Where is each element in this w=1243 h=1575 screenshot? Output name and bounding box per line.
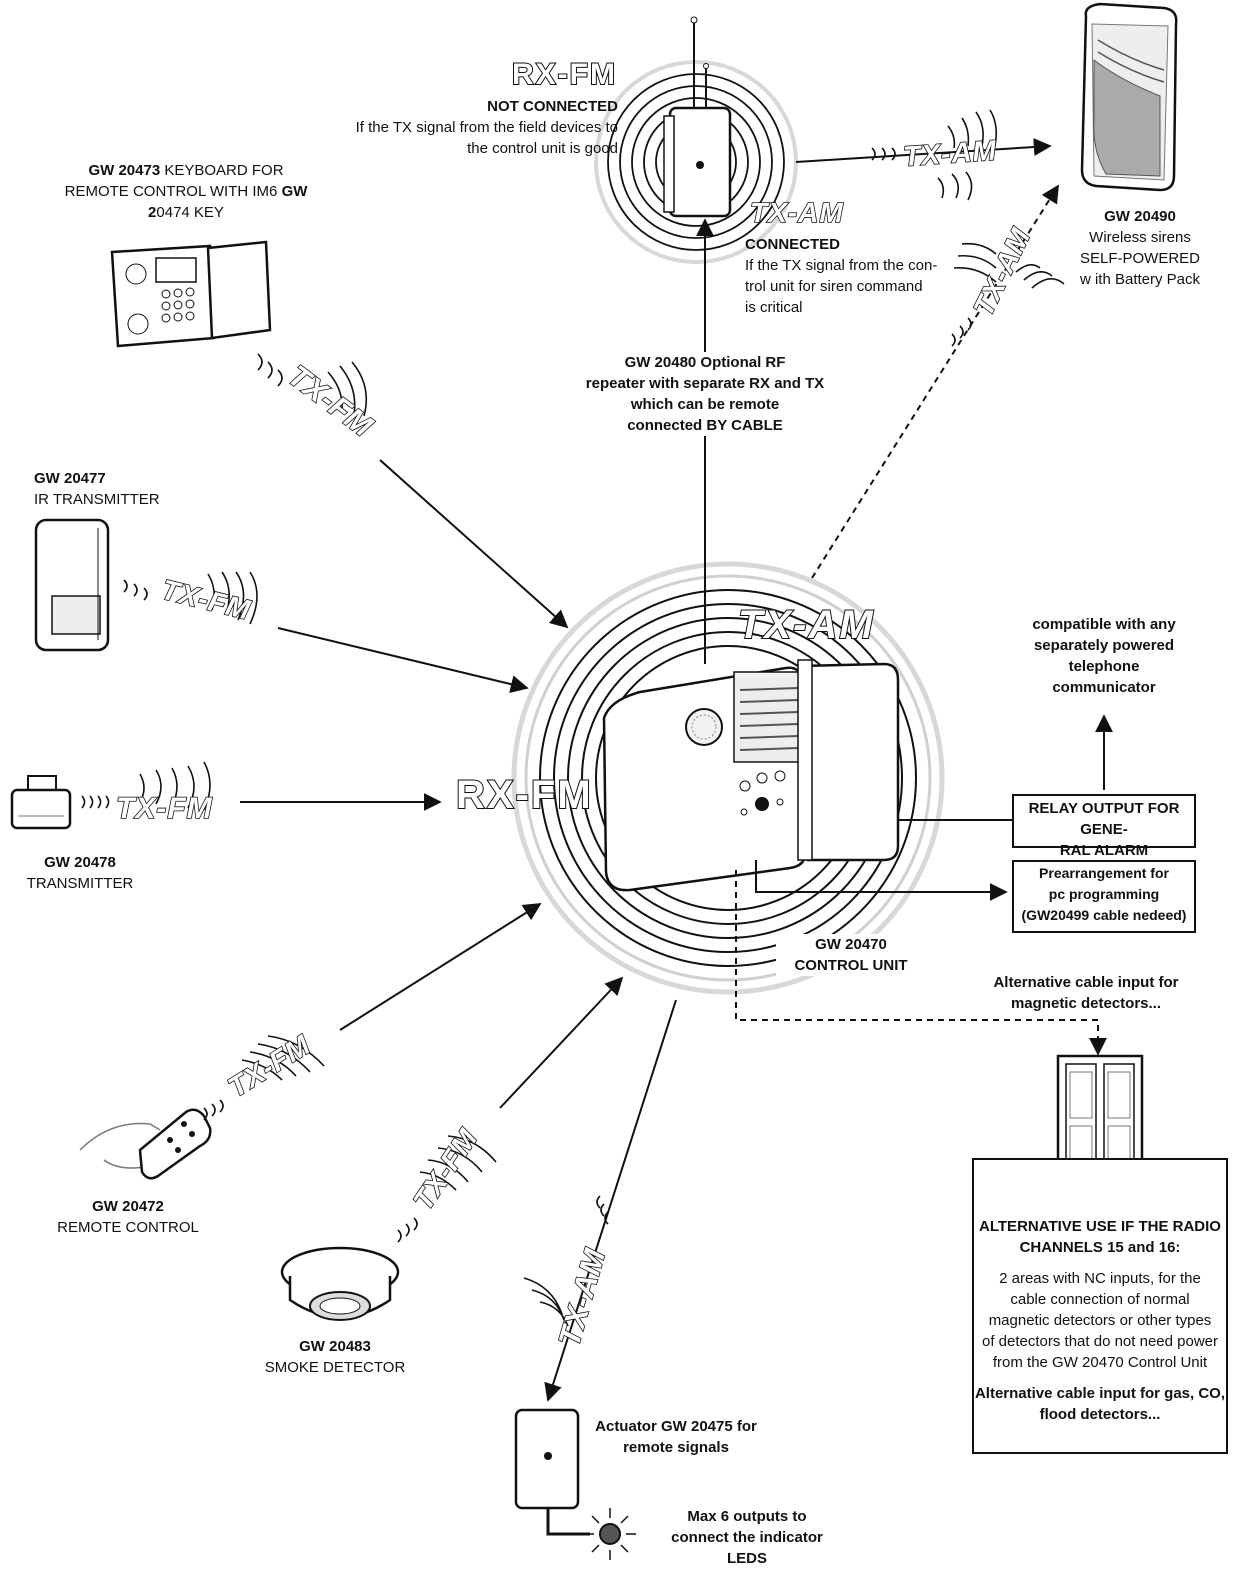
- ir-transmitter-name: IR TRANSMITTER: [34, 491, 160, 508]
- pc-programming-box: Prearrangement for pc programming (GW204…: [1012, 860, 1196, 933]
- repeater-caption-line3: which can be remote: [630, 396, 780, 413]
- control-unit-label: GW 20470 CONTROL UNIT: [776, 934, 926, 976]
- transmitter-device: [10, 775, 72, 830]
- connections: [240, 138, 1113, 1402]
- control-unit-code: GW 20470: [815, 936, 887, 953]
- keyboard-code2b: 2: [148, 204, 157, 221]
- control-unit-rings: [511, 561, 945, 995]
- repeater-connected: CONNECTED If the TX signal from the con-…: [745, 234, 955, 318]
- control-unit-name: CONTROL UNIT: [794, 957, 908, 974]
- alt-use-body5: from the GW 20470 Control Unit: [992, 1354, 1208, 1371]
- alt-cable-line2: magnetic detectors...: [1010, 995, 1162, 1012]
- actuator-out3: LEDS: [726, 1550, 767, 1567]
- keyboard-code2a: GW: [281, 183, 308, 200]
- connected-line1: If the TX signal from the con-: [745, 257, 938, 274]
- keyboard-code1: GW 20473: [88, 162, 161, 179]
- control-unit-device: [602, 659, 900, 892]
- repeater-caption: GW 20480 Optional RF repeater with separ…: [560, 352, 850, 436]
- siren-label: GW 20490 Wireless sirens SELF-POWERED w …: [1060, 206, 1220, 290]
- alt-use-body2: cable connection of normal: [1010, 1291, 1190, 1308]
- repeater-caption-line4: connected BY CABLE: [627, 417, 783, 434]
- remote-control-device: [79, 1108, 212, 1180]
- actuator-line2: remote signals: [623, 1439, 729, 1456]
- alt-use-body4: of detectors that do not need power: [982, 1333, 1218, 1350]
- siren-code: GW 20490: [1104, 208, 1176, 225]
- relay-line2: RAL ALARM: [1059, 842, 1149, 859]
- not-connected-line2: the control unit is good: [467, 140, 618, 157]
- not-connected-title: NOT CONNECTED: [487, 98, 618, 115]
- communicator-line3: telephone: [1068, 658, 1140, 675]
- communicator-line1: compatible with any: [1032, 616, 1176, 633]
- repeater-device: [663, 16, 732, 218]
- ir-transmitter-code: GW 20477: [34, 470, 106, 487]
- signal-tx-fm-transmitter: TX-FM: [116, 792, 213, 825]
- signal-tx-am-actuator: TX-AM: [553, 1245, 612, 1350]
- keyboard-label: GW 20473 KEYBOARD FOR REMOTE CONTROL WIT…: [60, 160, 312, 223]
- keyboard-line2: REMOTE CONTROL WITH IM6: [64, 183, 282, 200]
- signal-tx-am-control: TX-AM: [738, 603, 875, 647]
- siren-line2: SELF-POWERED: [1079, 250, 1200, 267]
- transmitter-code: GW 20478: [44, 854, 116, 871]
- pc-line2: pc programming: [1048, 886, 1160, 902]
- smoke-detector-label: GW 20483 SMOKE DETECTOR: [250, 1336, 420, 1378]
- siren-line1: Wireless sirens: [1089, 229, 1191, 246]
- repeater-caption-line2: repeater with separate RX and TX: [585, 375, 825, 392]
- keyboard-text1: KEYBOARD FOR: [160, 162, 284, 179]
- alternative-use-box: ALTERNATIVE USE IF THE RADIO CHANNELS 15…: [972, 1158, 1228, 1454]
- communicator-label: compatible with any separately powered t…: [1004, 614, 1204, 698]
- transmitter-label: GW 20478 TRANSMITTER: [0, 852, 160, 894]
- repeater-caption-line1: GW 20480 Optional RF: [624, 354, 786, 371]
- relay-output-box: RELAY OUTPUT FOR GENE- RAL ALARM: [1012, 794, 1196, 859]
- signal-waves: [81, 109, 1065, 1327]
- repeater-rx-fm-title: RX-FM: [512, 58, 617, 91]
- communicator-line4: communicator: [1052, 679, 1156, 696]
- keyboard-line3: 0474 KEY: [156, 204, 224, 221]
- actuator-out1: Max 6 outputs to: [687, 1508, 807, 1525]
- remote-control-label: GW 20472 REMOTE CONTROL: [48, 1196, 208, 1238]
- remote-control-code: GW 20472: [92, 1198, 164, 1215]
- transmitter-name: TRANSMITTER: [26, 875, 134, 892]
- connected-title: CONNECTED: [745, 236, 841, 253]
- actuator-out2: connect the indicator: [671, 1529, 823, 1546]
- ir-transmitter-label: GW 20477 IR TRANSMITTER: [34, 468, 234, 510]
- alt-use-title2: CHANNELS 15 and 16:: [1019, 1239, 1181, 1256]
- alt-use-body1: 2 areas with NC inputs, for the: [999, 1270, 1201, 1287]
- pc-line1: Prearrangement for: [1039, 865, 1169, 881]
- actuator-outputs-label: Max 6 outputs to connect the indicator L…: [652, 1506, 842, 1569]
- smoke-detector-name: SMOKE DETECTOR: [264, 1359, 406, 1376]
- alt-cable-label: Alternative cable input for magnetic det…: [968, 972, 1204, 1014]
- signal-tx-fm-ir: TX-FM: [159, 574, 254, 626]
- signal-rx-fm-control: RX-FM: [456, 773, 593, 817]
- keyboard-device: [110, 240, 272, 348]
- alt-use-body3: magnetic detectors or other types: [988, 1312, 1212, 1329]
- signal-tx-am-repeater: TX-AM: [902, 135, 998, 172]
- ir-transmitter-device: [34, 518, 110, 652]
- relay-line1: RELAY OUTPUT FOR GENE-: [1028, 800, 1180, 838]
- smoke-detector-device: [280, 1246, 400, 1321]
- pc-line3: (GW20499 cable nedeed): [1021, 907, 1187, 923]
- siren-line3: w ith Battery Pack: [1079, 271, 1201, 288]
- remote-control-name: REMOTE CONTROL: [57, 1219, 199, 1236]
- signal-tx-fm-keyboard: TX-FM: [282, 359, 379, 444]
- repeater-not-connected: NOT CONNECTED If the TX signal from the …: [300, 96, 618, 159]
- connected-line3: is critical: [745, 299, 803, 316]
- alt-cable-line1: Alternative cable input for: [993, 974, 1179, 991]
- repeater-tx-am-title: TX-AM: [750, 197, 844, 228]
- not-connected-line1: If the TX signal from the field devices …: [355, 119, 618, 136]
- connected-line2: trol unit for siren command: [745, 278, 923, 295]
- alt-use-foot1: Alternative cable input for gas, CO,: [974, 1385, 1226, 1402]
- signal-tx-fm-remote: TX-FM: [223, 1029, 316, 1103]
- actuator-label: Actuator GW 20475 for remote signals: [586, 1416, 766, 1458]
- smoke-detector-code: GW 20483: [299, 1338, 371, 1355]
- actuator-line1: Actuator GW 20475 for: [595, 1418, 757, 1435]
- alt-use-foot2: flood detectors...: [1039, 1406, 1161, 1423]
- alt-use-title1: ALTERNATIVE USE IF THE RADIO: [979, 1218, 1221, 1235]
- actuator-device: [514, 1408, 636, 1560]
- communicator-line2: separately powered: [1033, 637, 1175, 654]
- signal-tx-fm-smoke: TX-FM: [407, 1123, 483, 1215]
- siren-device: [1080, 2, 1178, 192]
